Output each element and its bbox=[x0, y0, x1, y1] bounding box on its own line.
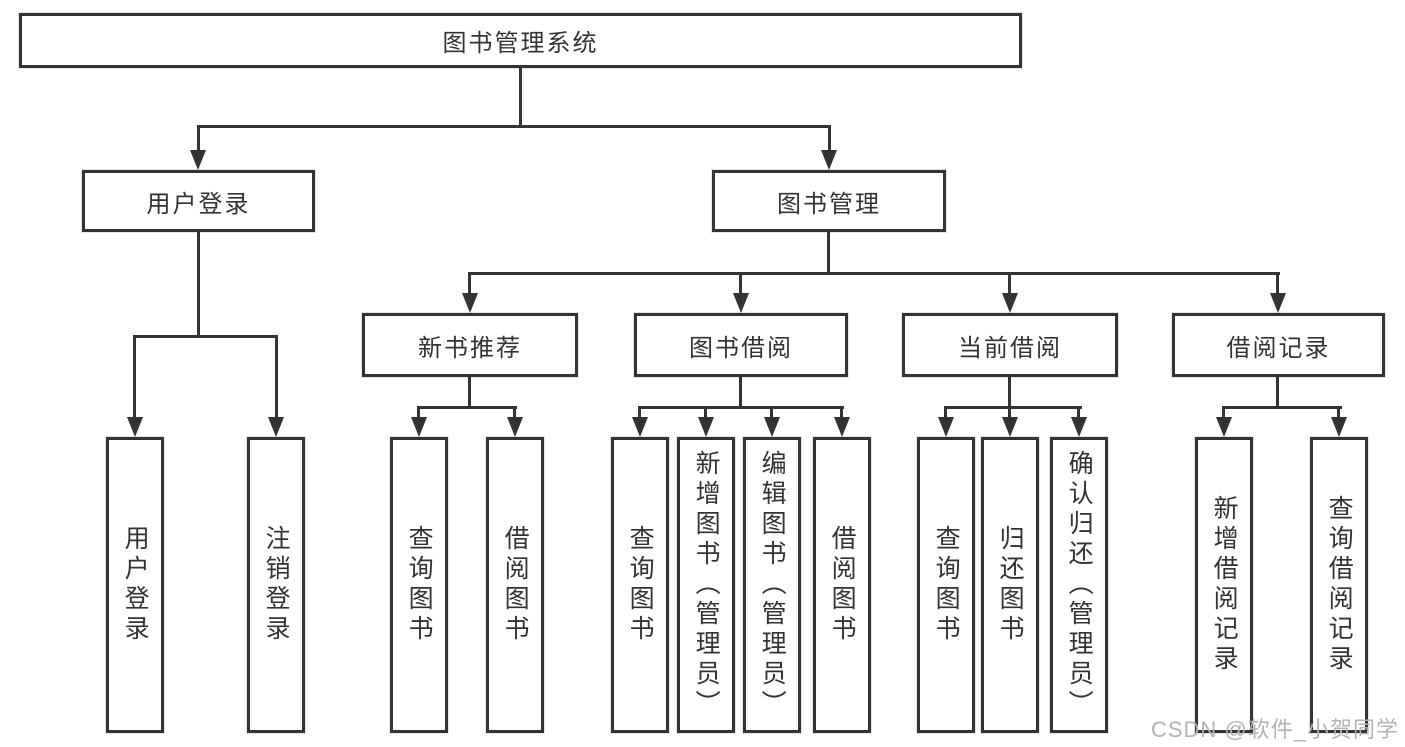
connector-line bbox=[1222, 406, 1342, 409]
connector-line bbox=[468, 272, 1280, 275]
connector-arrow-down-icon bbox=[632, 417, 648, 437]
connector-arrow-down-icon bbox=[1071, 417, 1087, 437]
connector-arrow-down-icon bbox=[834, 417, 850, 437]
connector-line bbox=[1008, 272, 1011, 295]
leaf-add-books-admin: 新增图书（管理员） bbox=[677, 437, 735, 733]
connector-arrow-down-icon bbox=[1331, 417, 1347, 437]
connector-line bbox=[1337, 406, 1340, 419]
connector-line bbox=[197, 232, 200, 335]
connector-arrow-down-icon bbox=[764, 417, 780, 437]
node-root: 图书管理系统 bbox=[19, 13, 1022, 68]
leaf-confirm-return-admin: 确认归还（管理员） bbox=[1050, 437, 1108, 733]
leaf-label: 用户登录 bbox=[121, 525, 150, 645]
leaf-edit-books-admin: 编辑图书（管理员） bbox=[743, 437, 801, 733]
leaf-label: 确认归还（管理员） bbox=[1065, 450, 1094, 720]
leaf-label: 编辑图书（管理员） bbox=[758, 450, 787, 720]
leaf-label: 注销登录 bbox=[262, 525, 291, 645]
connector-arrow-down-icon bbox=[127, 417, 143, 437]
node-label: 借阅记录 bbox=[1226, 334, 1331, 362]
leaf-label: 新增借阅记录 bbox=[1210, 495, 1239, 675]
connector-line bbox=[417, 406, 517, 409]
node-book-borrow: 图书借阅 bbox=[634, 313, 848, 377]
connector-arrow-down-icon bbox=[1270, 293, 1286, 313]
connector-line bbox=[197, 125, 200, 152]
connector-line bbox=[133, 335, 136, 419]
connector-arrow-down-icon bbox=[1002, 293, 1018, 313]
connector-line bbox=[1276, 272, 1279, 295]
connector-line bbox=[944, 406, 947, 419]
connector-line bbox=[944, 406, 1082, 409]
connector-line bbox=[1008, 377, 1011, 406]
connector-arrow-down-icon bbox=[507, 417, 523, 437]
node-label: 当前借阅 bbox=[958, 334, 1062, 362]
connector-line bbox=[468, 377, 471, 406]
connector-line bbox=[197, 125, 831, 128]
connector-line bbox=[1077, 406, 1080, 419]
leaf-label: 查询图书 bbox=[626, 525, 655, 645]
leaf-borrow-books: 借阅图书 bbox=[813, 437, 871, 733]
leaf-label: 归还图书 bbox=[996, 525, 1025, 645]
node-book-management: 图书管理 bbox=[712, 170, 946, 232]
connector-line bbox=[770, 406, 773, 419]
leaf-label: 新增图书（管理员） bbox=[692, 450, 721, 720]
node-label: 新书推荐 bbox=[418, 334, 522, 362]
node-current-borrow: 当前借阅 bbox=[902, 313, 1118, 377]
connector-arrow-down-icon bbox=[268, 417, 284, 437]
leaf-user-login: 用户登录 bbox=[106, 437, 164, 733]
leaf-current-query-books: 查询图书 bbox=[917, 437, 975, 733]
leaf-label: 查询图书 bbox=[932, 525, 961, 645]
node-new-book-recommend: 新书推荐 bbox=[362, 313, 578, 377]
connector-arrow-down-icon bbox=[1216, 417, 1232, 437]
connector-arrow-down-icon bbox=[698, 417, 714, 437]
leaf-borrow-query-books: 查询图书 bbox=[611, 437, 669, 733]
node-borrow-records: 借阅记录 bbox=[1172, 313, 1385, 377]
connector-arrow-down-icon bbox=[938, 417, 954, 437]
connector-arrow-down-icon bbox=[733, 293, 749, 313]
leaf-label: 借阅图书 bbox=[828, 525, 857, 645]
connector-line bbox=[739, 272, 742, 295]
leaf-recommend-borrow-books: 借阅图书 bbox=[486, 437, 544, 733]
connector-line bbox=[840, 406, 843, 419]
connector-line bbox=[827, 232, 830, 272]
leaf-label: 查询借阅记录 bbox=[1325, 495, 1354, 675]
watermark: CSDN @软件_小贺同学 bbox=[1150, 717, 1399, 742]
node-label: 用户登录 bbox=[146, 190, 251, 218]
connector-line bbox=[513, 406, 516, 419]
node-root-label: 图书管理系统 bbox=[442, 30, 599, 57]
connector-line bbox=[519, 68, 522, 125]
connector-line bbox=[1008, 406, 1011, 419]
connector-line bbox=[1276, 377, 1279, 406]
leaf-return-books: 归还图书 bbox=[981, 437, 1039, 733]
connector-arrow-down-icon bbox=[190, 150, 206, 170]
leaf-add-borrow-record: 新增借阅记录 bbox=[1195, 437, 1253, 733]
leaf-query-borrow-record: 查询借阅记录 bbox=[1310, 437, 1368, 733]
leaf-label: 借阅图书 bbox=[501, 525, 530, 645]
connector-arrow-down-icon bbox=[1002, 417, 1018, 437]
connector-arrow-down-icon bbox=[821, 150, 837, 170]
connector-line bbox=[133, 335, 278, 338]
connector-line bbox=[417, 406, 420, 419]
connector-line bbox=[275, 335, 278, 419]
connector-line bbox=[828, 125, 831, 152]
connector-line bbox=[739, 377, 742, 406]
node-label: 图书借阅 bbox=[689, 334, 793, 362]
leaf-logout: 注销登录 bbox=[247, 437, 305, 733]
connector-line bbox=[638, 406, 641, 419]
connector-line bbox=[1222, 406, 1225, 419]
connector-line bbox=[704, 406, 707, 419]
connector-arrow-down-icon bbox=[462, 293, 478, 313]
leaf-recommend-query-books: 查询图书 bbox=[390, 437, 448, 733]
leaf-label: 查询图书 bbox=[405, 525, 434, 645]
node-label: 图书管理 bbox=[777, 190, 881, 218]
connector-line bbox=[468, 272, 471, 295]
connector-arrow-down-icon bbox=[411, 417, 427, 437]
node-user-login: 用户登录 bbox=[82, 170, 315, 232]
connector-line bbox=[638, 406, 844, 409]
